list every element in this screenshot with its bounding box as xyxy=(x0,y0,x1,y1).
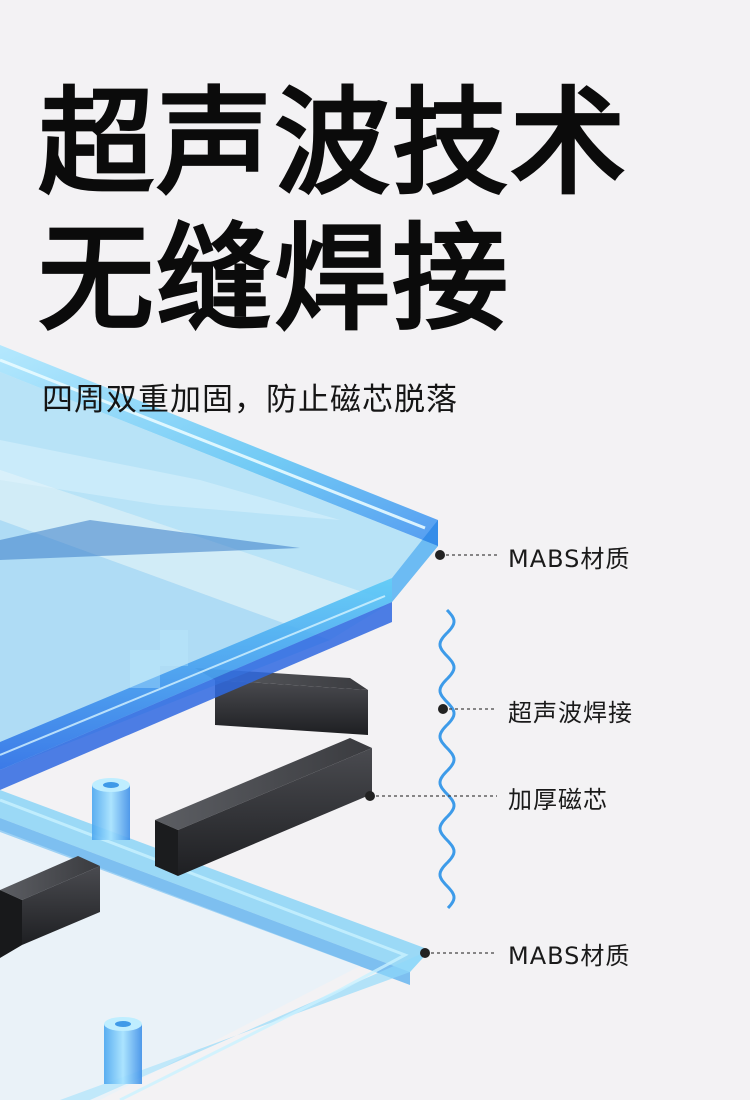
callout-dot xyxy=(435,550,445,560)
callout-lines xyxy=(365,550,497,958)
callout-label-ultrasonic-weld: 超声波焊接 xyxy=(508,699,633,727)
top-acrylic-frame xyxy=(0,345,438,790)
callout-label-magnet: 加厚磁芯 xyxy=(508,786,608,814)
subtitle: 四周双重加固，防止磁芯脱落 xyxy=(42,382,458,418)
callout-label-bottom-frame: MABS材质 xyxy=(508,942,631,970)
headline-line-2: 无缝焊接 xyxy=(38,212,510,347)
callout-dot xyxy=(420,948,430,958)
ultrasonic-wave xyxy=(438,608,456,910)
alignment-posts xyxy=(92,778,142,1084)
callout-label-top-frame: MABS材质 xyxy=(508,545,631,573)
callout-dot xyxy=(438,704,448,714)
headline-line-1: 超声波技术 xyxy=(38,76,628,211)
callout-dot xyxy=(365,791,375,801)
magnet-bars xyxy=(0,668,372,958)
